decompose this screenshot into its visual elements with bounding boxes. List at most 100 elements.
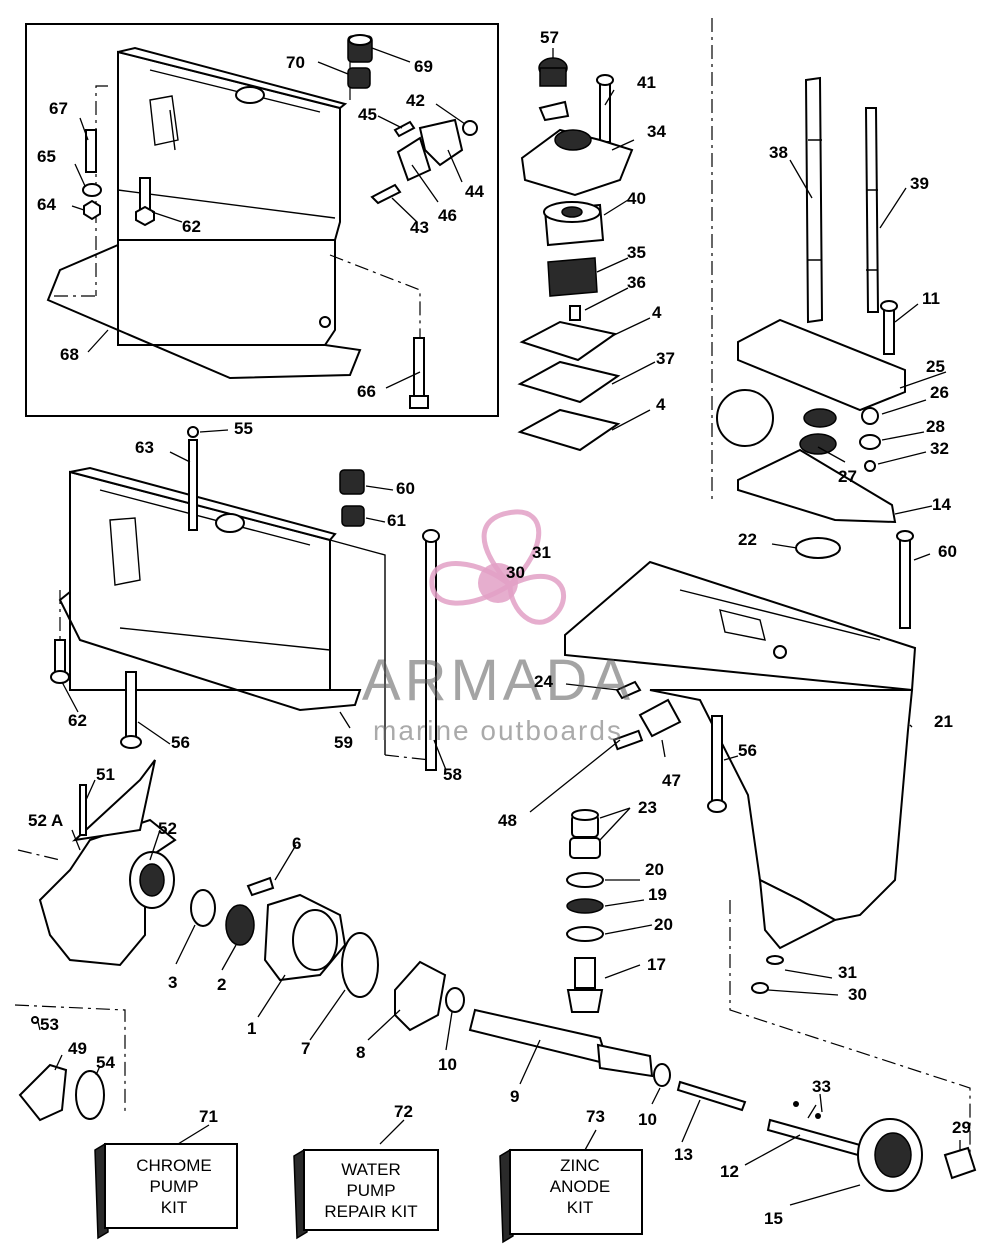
callout-48: 48: [498, 811, 517, 830]
kit-73: ZINC ANODE KIT: [499, 1148, 643, 1244]
callout-60b: 60: [938, 542, 957, 561]
callout-59: 59: [334, 733, 353, 752]
kit-73-line1: ZINC: [560, 1156, 600, 1175]
kit-71-line3: KIT: [161, 1198, 187, 1217]
logo-hub: [478, 563, 518, 603]
callout-35: 35: [627, 243, 646, 262]
gearcase: [564, 560, 917, 950]
callout-41: 41: [637, 73, 656, 92]
callout-25: 25: [926, 357, 945, 376]
exhaust-housing: [58, 466, 386, 755]
prop-guide-lines: [14, 849, 126, 1115]
callout-29: 29: [952, 1118, 971, 1137]
callout-17: 17: [647, 955, 666, 974]
callout-4a: 4: [652, 303, 662, 322]
callout-37: 37: [656, 349, 675, 368]
kit-71-line2: PUMP: [149, 1177, 198, 1196]
callout-24: 24: [534, 672, 553, 691]
exhaust-housing-hardware: [50, 426, 440, 771]
callout-40: 40: [627, 189, 646, 208]
kit-72: WATER PUMP REPAIR KIT: [293, 1148, 439, 1240]
hardware-dot: [793, 1101, 799, 1107]
callout-30a: 30: [506, 563, 525, 582]
callout-4b: 4: [656, 395, 666, 414]
callout-66: 66: [357, 382, 376, 401]
cone-nut-parts: [18, 1016, 105, 1122]
callout-14: 14: [932, 495, 951, 514]
callout-31b: 31: [838, 963, 857, 982]
callout-70: 70: [286, 53, 305, 72]
driveshaft-and-shiftrod: [737, 76, 906, 524]
kit-71: CHROME PUMP KIT: [94, 1142, 238, 1240]
callout-31a: 31: [532, 543, 551, 562]
callout-15: 15: [764, 1209, 783, 1228]
callout-63: 63: [135, 438, 154, 457]
callout-72: 72: [394, 1102, 413, 1121]
hardware-dot: [815, 1113, 821, 1119]
callout-10a: 10: [438, 1055, 457, 1074]
callout-33: 33: [812, 1077, 831, 1096]
callout-54: 54: [96, 1053, 115, 1072]
callout-26: 26: [930, 383, 949, 402]
exhaust-guide-lines: [59, 590, 431, 761]
callout-28: 28: [926, 417, 945, 436]
leader-lines: [37, 47, 961, 1206]
callout-67: 67: [49, 99, 68, 118]
kit-73-line3: KIT: [567, 1198, 593, 1217]
callout-1: 1: [247, 1019, 256, 1038]
callout-52: 52: [158, 819, 177, 838]
callout-30b: 30: [848, 985, 867, 1004]
callout-43: 43: [410, 218, 429, 237]
callout-56b: 56: [738, 741, 757, 760]
callout-53: 53: [40, 1015, 59, 1034]
propeller-logo-icon: [429, 509, 566, 625]
callout-22: 22: [738, 530, 757, 549]
callout-64: 64: [37, 195, 56, 214]
callout-3: 3: [168, 973, 177, 992]
callout-19: 19: [648, 885, 667, 904]
kit-72-line3: REPAIR KIT: [324, 1202, 417, 1221]
kit-72-line1: WATER: [341, 1160, 401, 1179]
callout-2: 2: [217, 975, 226, 994]
callout-73: 73: [586, 1107, 605, 1126]
callout-42: 42: [406, 91, 425, 110]
callout-51: 51: [96, 765, 115, 784]
callout-52a: 52 A: [28, 811, 63, 830]
callout-10b: 10: [638, 1110, 657, 1129]
callout-38: 38: [769, 143, 788, 162]
callout-23: 23: [638, 798, 657, 817]
callout-32: 32: [930, 439, 949, 458]
callout-7: 7: [301, 1039, 310, 1058]
kit-71-line1: CHROME: [136, 1156, 212, 1175]
exhaust-housing-inset: [46, 46, 362, 380]
callout-20b: 20: [654, 915, 673, 934]
callout-62a: 62: [182, 217, 201, 236]
propeller: [38, 759, 177, 967]
callout-11: 11: [922, 289, 940, 308]
callout-61: 61: [387, 511, 406, 530]
callout-57: 57: [540, 28, 559, 47]
water-pump-assembly: [517, 57, 634, 452]
callout-12: 12: [720, 1162, 739, 1181]
callout-65: 65: [37, 147, 56, 166]
callout-47: 47: [662, 771, 681, 790]
callout-34: 34: [647, 122, 666, 141]
seal-parts: [799, 408, 837, 455]
callout-49: 49: [68, 1039, 87, 1058]
callout-68: 68: [60, 345, 79, 364]
inset-frame: [25, 23, 499, 417]
callout-56a: 56: [171, 733, 190, 752]
shaft-components: [190, 876, 977, 1192]
watermark-tagline: marine outboards: [373, 715, 623, 746]
callout-60a: 60: [396, 479, 415, 498]
callout-13: 13: [674, 1145, 693, 1164]
watermark-brand: ARMADA: [362, 648, 634, 713]
callout-8: 8: [356, 1043, 365, 1062]
callout-45: 45: [358, 105, 377, 124]
callout-69: 69: [414, 57, 433, 76]
callout-71: 71: [199, 1107, 218, 1126]
callout-62b: 62: [68, 711, 87, 730]
callout-55: 55: [234, 419, 253, 438]
gearcase-guide-lines: [729, 900, 971, 1170]
